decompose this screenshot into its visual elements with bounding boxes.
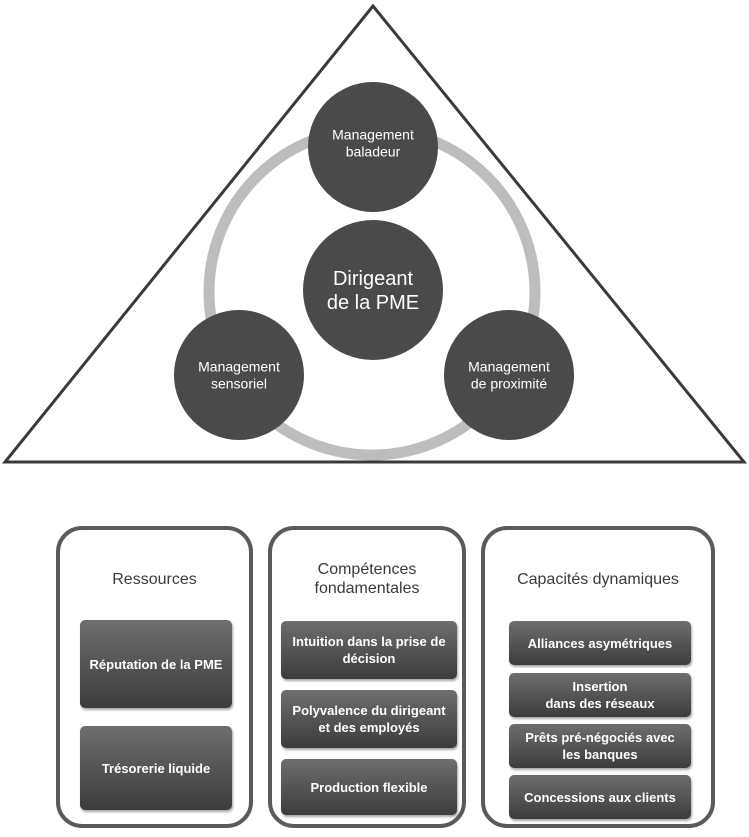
node-top bbox=[308, 82, 438, 212]
node-label-line: de proximité bbox=[471, 375, 547, 391]
center-node bbox=[303, 220, 443, 360]
panel-title: Capacités dynamiques bbox=[517, 571, 679, 588]
capacity-item: Alliances asymétriques bbox=[509, 621, 691, 665]
capacity-item: Insertion dans des réseaux bbox=[509, 673, 691, 717]
node-label-line: Management bbox=[198, 358, 280, 374]
competence-item: Intuition dans la prise de décision bbox=[281, 621, 457, 679]
node-label-line: Dirigeant bbox=[333, 268, 413, 290]
panel-competences: Compétences fondamentales Intuition dans… bbox=[268, 526, 466, 828]
resource-item: Réputation de la PME bbox=[80, 620, 232, 708]
panel-title: Compétences fondamentales bbox=[314, 561, 420, 597]
capacity-item: Concessions aux clients bbox=[509, 775, 691, 819]
panel-capacites: Capacités dynamiques Alliances asymétriq… bbox=[481, 526, 715, 828]
node-right bbox=[444, 310, 574, 440]
competence-item: Polyvalence du dirigeant et des employés bbox=[281, 690, 457, 748]
competence-item: Production flexible bbox=[281, 759, 457, 815]
node-label-line: Management bbox=[332, 126, 414, 142]
resource-item: Trésorerie liquide bbox=[80, 726, 232, 810]
node-label-line: de la PME bbox=[327, 292, 419, 314]
node-label-line: Management bbox=[468, 358, 550, 374]
capacity-item: Prêts pré-négociés avec les banques bbox=[509, 724, 691, 768]
node-left bbox=[174, 310, 304, 440]
panel-ressources: Ressources Réputation de la PME Trésorer… bbox=[56, 526, 253, 828]
panel-title: Ressources bbox=[112, 571, 197, 588]
node-label-line: sensoriel bbox=[211, 375, 267, 391]
node-label-line: baladeur bbox=[346, 143, 401, 159]
